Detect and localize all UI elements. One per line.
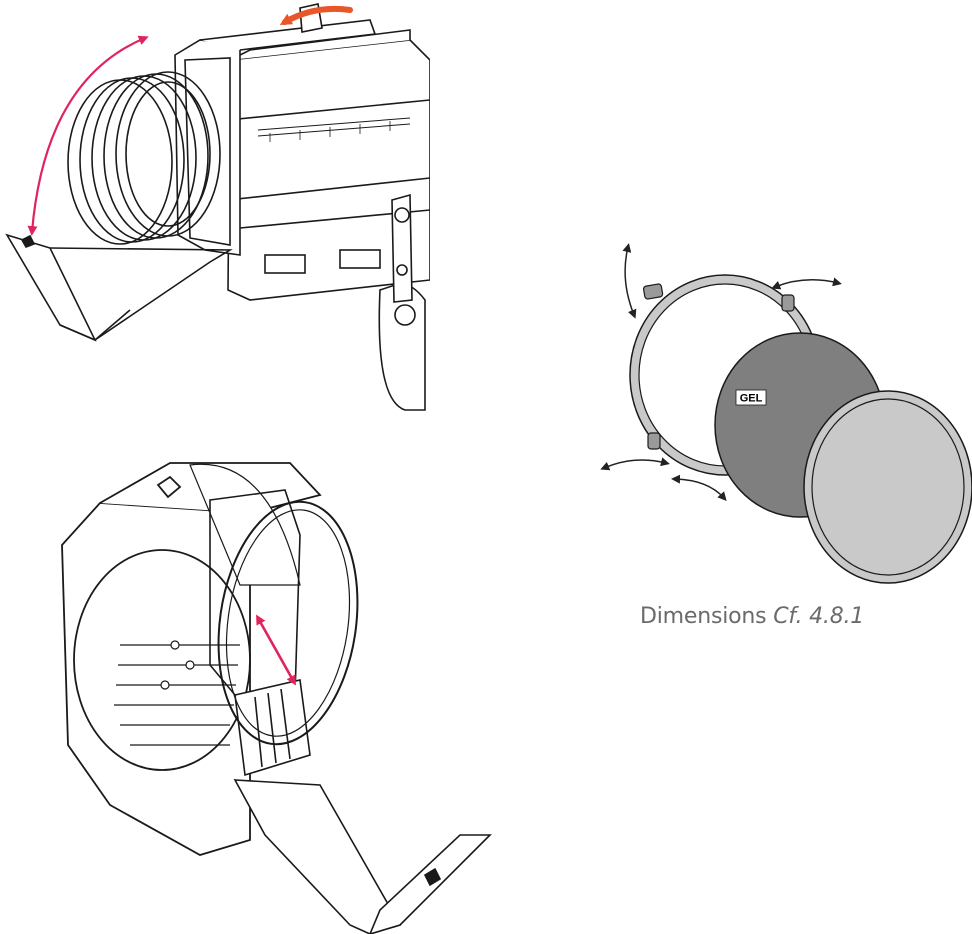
slide-double-arrow-icon <box>771 277 842 290</box>
slide-double-arrow-icon <box>671 474 727 501</box>
gel-frame-exploded-view: GEL <box>590 235 972 615</box>
tilt-double-arrow-icon <box>622 243 637 319</box>
gel-label: GEL <box>740 393 763 405</box>
fixture-body <box>227 29 430 301</box>
fixture-side-view <box>0 0 430 420</box>
slide-double-arrow-icon <box>600 457 670 471</box>
open-retaining-ring <box>217 500 359 746</box>
wing-knob-icon <box>642 283 795 450</box>
fold-down-flap <box>233 779 492 934</box>
curved-rotation-arrow-icon <box>279 5 353 25</box>
hinged-flap <box>5 233 233 342</box>
front-retaining-ring <box>803 390 972 584</box>
slide-double-arrow-icon <box>256 614 296 686</box>
front-plate <box>61 462 322 856</box>
yoke-arm <box>378 193 426 411</box>
fixture-front-view <box>40 455 510 934</box>
rotate-double-arrow-icon <box>27 35 149 236</box>
caption-prefix: Dimensions <box>640 604 767 629</box>
caption-reference: Cf. 4.8.1 <box>773 604 865 629</box>
dimensions-caption: Dimensions Cf. 4.8.1 <box>640 604 970 629</box>
